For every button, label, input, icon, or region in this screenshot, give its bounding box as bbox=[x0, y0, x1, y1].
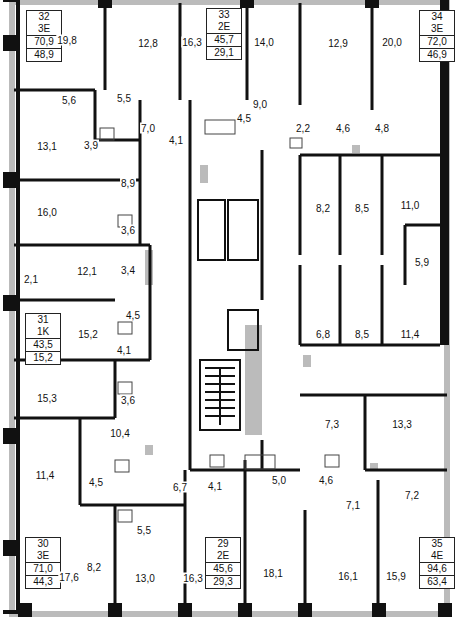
apartment-number: 32 bbox=[27, 11, 61, 23]
apartment-type: 2E bbox=[207, 21, 241, 33]
room-area: 8,5 bbox=[354, 203, 370, 214]
apartment-tag: 292E45,629,3 bbox=[205, 537, 241, 589]
room-area: 5,5 bbox=[136, 525, 152, 536]
room-area: 13,1 bbox=[36, 141, 57, 152]
room-area: 4,8 bbox=[374, 123, 390, 134]
room-area: 15,2 bbox=[77, 329, 98, 340]
room-area: 12,1 bbox=[76, 266, 97, 277]
apartment-area: 29,3 bbox=[206, 575, 240, 588]
room-area: 9,0 bbox=[252, 99, 268, 110]
room-area: 16,3 bbox=[182, 573, 203, 584]
room-area: 17,6 bbox=[58, 572, 79, 583]
apartment-area: 48,9 bbox=[27, 48, 61, 61]
room-area: 5,9 bbox=[414, 257, 430, 268]
room-area: 4,5 bbox=[236, 113, 252, 124]
room-area: 16,1 bbox=[337, 571, 358, 582]
room-area: 7,1 bbox=[345, 500, 361, 511]
apartment-area: 29,1 bbox=[207, 46, 241, 59]
apartment-type: 3E bbox=[26, 550, 60, 562]
room-area: 3,9 bbox=[83, 140, 99, 151]
room-area: 13,3 bbox=[391, 419, 412, 430]
room-area: 15,9 bbox=[385, 571, 406, 582]
room-area: 3,6 bbox=[120, 225, 136, 236]
apartment-type: 3E bbox=[420, 23, 454, 35]
fixtures bbox=[100, 120, 339, 522]
room-area: 5,6 bbox=[61, 95, 77, 106]
room-area: 7,0 bbox=[140, 123, 156, 134]
room-area: 5,5 bbox=[116, 93, 132, 104]
apartment-area: 43,5 bbox=[26, 338, 60, 351]
room-area: 11,4 bbox=[35, 470, 56, 481]
room-area: 4,1 bbox=[168, 135, 184, 146]
room-area: 7,2 bbox=[404, 490, 420, 501]
room-area: 11,0 bbox=[400, 200, 421, 211]
room-area: 8,2 bbox=[315, 203, 331, 214]
room-area: 3,4 bbox=[120, 265, 136, 276]
apartment-area: 44,3 bbox=[26, 575, 60, 588]
apartment-number: 29 bbox=[206, 538, 240, 550]
apartment-number: 30 bbox=[26, 538, 60, 550]
apartment-area: 71,0 bbox=[26, 562, 60, 575]
apartment-type: 3E bbox=[27, 23, 61, 35]
room-area: 4,5 bbox=[88, 477, 104, 488]
room-area: 7,3 bbox=[324, 419, 340, 430]
room-area: 11,4 bbox=[400, 329, 421, 340]
room-area: 10,4 bbox=[109, 428, 130, 439]
outer-wall bbox=[3, 0, 447, 612]
apartment-area: 63,4 bbox=[420, 575, 454, 588]
room-area: 20,0 bbox=[381, 37, 402, 48]
apartment-tag: 343E72,046,9 bbox=[419, 10, 455, 62]
apartment-area: 46,9 bbox=[420, 48, 454, 61]
room-area: 8,5 bbox=[354, 329, 370, 340]
apartment-number: 33 bbox=[207, 9, 241, 21]
apartment-area: 15,2 bbox=[26, 351, 60, 364]
room-area: 4,1 bbox=[207, 481, 223, 492]
room-area: 8,2 bbox=[86, 562, 102, 573]
apartment-number: 31 bbox=[26, 314, 60, 326]
room-area: 12,9 bbox=[327, 38, 348, 49]
room-area: 2,2 bbox=[295, 123, 311, 134]
apartment-type: 2E bbox=[206, 550, 240, 562]
walls bbox=[14, 3, 447, 612]
room-area: 16,3 bbox=[181, 37, 202, 48]
apartment-number: 34 bbox=[420, 11, 454, 23]
room-area: 4,5 bbox=[125, 310, 141, 321]
columns bbox=[3, 0, 452, 617]
room-area: 18,1 bbox=[262, 568, 283, 579]
apartment-tag: 303E71,044,3 bbox=[25, 537, 61, 589]
room-area: 13,0 bbox=[134, 573, 155, 584]
apartment-type: 1K bbox=[26, 326, 60, 338]
room-area: 16,0 bbox=[36, 207, 57, 218]
room-area: 6,8 bbox=[315, 329, 331, 340]
room-area: 8,9 bbox=[120, 178, 136, 189]
apartment-area: 72,0 bbox=[420, 35, 454, 48]
room-area: 19,8 bbox=[56, 35, 77, 46]
room-area: 4,6 bbox=[318, 475, 334, 486]
apartment-area: 45,7 bbox=[207, 33, 241, 46]
apartment-area: 94,6 bbox=[420, 562, 454, 575]
apartment-area: 45,6 bbox=[206, 562, 240, 575]
room-area: 4,6 bbox=[335, 123, 351, 134]
room-area: 5,0 bbox=[271, 475, 287, 486]
apartment-tag: 311K43,515,2 bbox=[25, 313, 61, 365]
room-area: 15,3 bbox=[36, 393, 57, 404]
room-area: 3,6 bbox=[120, 395, 136, 406]
room-area: 4,1 bbox=[116, 345, 132, 356]
apartment-type: 4E bbox=[420, 550, 454, 562]
apartment-number: 35 bbox=[420, 538, 454, 550]
apartment-tag: 332E45,729,1 bbox=[206, 8, 242, 60]
apartment-tag: 354E94,663,4 bbox=[419, 537, 455, 589]
room-area: 14,0 bbox=[253, 37, 274, 48]
room-area: 6,7 bbox=[172, 482, 188, 493]
room-area: 12,8 bbox=[137, 38, 158, 49]
core bbox=[198, 200, 258, 430]
room-area: 2,1 bbox=[23, 274, 39, 285]
facade-glazing bbox=[12, 2, 447, 614]
